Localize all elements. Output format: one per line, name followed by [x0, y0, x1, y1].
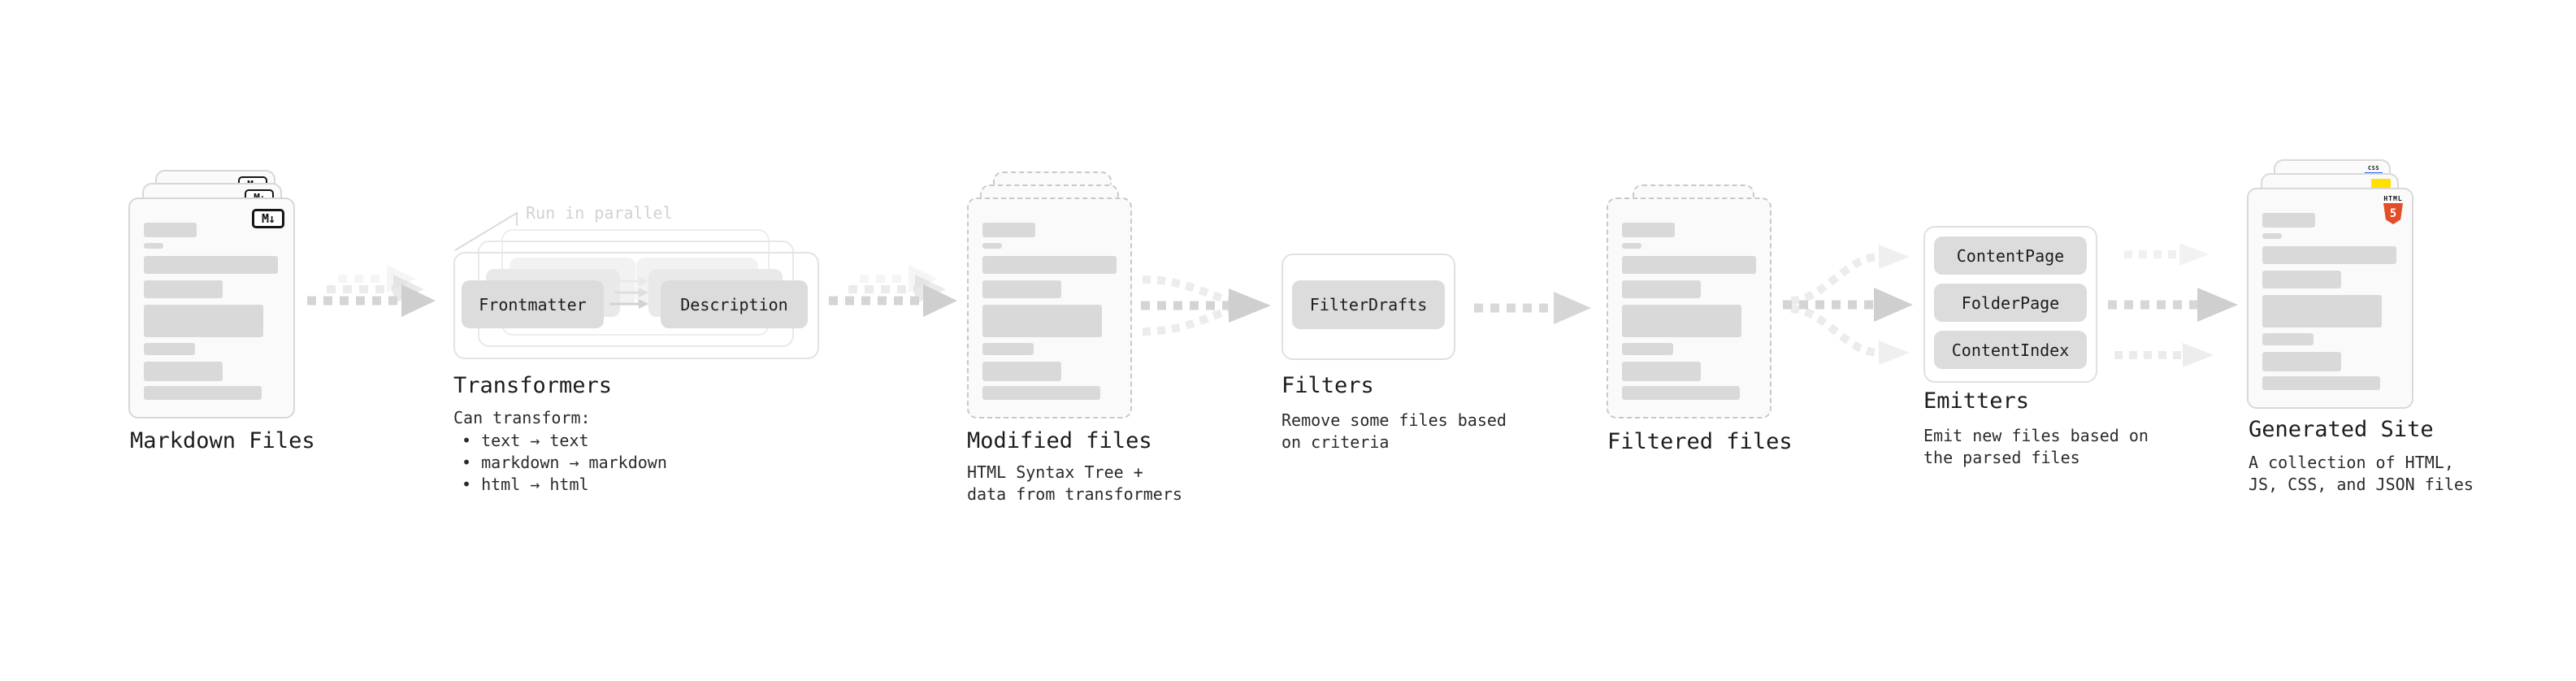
text-line-placeholder: [982, 305, 1102, 337]
modified-files-subtitle: data from transformers: [967, 484, 1182, 504]
css-icon-word: CSS: [2367, 165, 2380, 171]
text-line-placeholder: [144, 243, 163, 249]
arrow-filtered-to-emitters: [1776, 237, 1919, 375]
text-line-placeholder: [144, 343, 195, 355]
text-line-placeholder: [2262, 352, 2341, 371]
description-step: Description: [661, 280, 808, 328]
emitters-frame: [1923, 226, 2097, 383]
transformers-bullet: • html → html: [462, 475, 589, 494]
emitters-subtitle: Emit new files based on: [1923, 426, 2149, 445]
generated-site-label: Generated Site: [2249, 417, 2434, 442]
markdown-files-label: Markdown Files: [130, 428, 315, 453]
filterdrafts-chip: FilterDrafts: [1292, 280, 1445, 329]
contentindex-chip: ContentIndex: [1934, 331, 2087, 369]
transformers-bullet: • text → text: [462, 431, 589, 450]
text-line-placeholder: [982, 256, 1117, 274]
text-line-placeholder: [1622, 243, 1641, 249]
text-line-placeholder: [982, 243, 1002, 249]
text-line-placeholder: [2262, 295, 2382, 327]
text-line-placeholder: [982, 343, 1034, 355]
generated-site-subtitle: A collection of HTML,: [2249, 453, 2454, 472]
text-line-placeholder: [2262, 333, 2314, 345]
step-arrows: [608, 273, 657, 312]
text-line-placeholder: [144, 223, 197, 237]
text-line-placeholder: [2262, 246, 2396, 264]
html5-icon-shield: 5: [2383, 203, 2403, 224]
text-line-placeholder: [1622, 362, 1701, 381]
run-in-parallel-callout: Run in parallel: [526, 203, 673, 223]
text-line-placeholder: [144, 305, 263, 337]
callout-pointer-line: [450, 202, 525, 252]
text-line-placeholder: [982, 362, 1061, 381]
arrow-transformers-to-modified: [824, 258, 970, 328]
filters-subtitle: on criteria: [1281, 432, 1390, 452]
text-line-placeholder: [982, 386, 1100, 400]
text-line-placeholder: [982, 280, 1061, 298]
text-line-placeholder: [144, 280, 223, 298]
filtered-files-label: Filtered files: [1607, 429, 1793, 454]
filters-subtitle: Remove some files based: [1281, 410, 1507, 430]
text-line-placeholder: [1622, 223, 1675, 237]
transformers-bullet: • markdown → markdown: [462, 453, 667, 472]
text-line-placeholder: [1622, 256, 1756, 274]
emitters-subtitle: the parsed files: [1923, 448, 2080, 467]
text-line-placeholder: [144, 362, 223, 381]
arrow-modified-to-filters: [1136, 268, 1276, 343]
generated-file-html: HTML 5: [2247, 188, 2413, 409]
markdown-icon: M↓: [252, 209, 284, 228]
markdown-file-front: M↓: [128, 197, 295, 419]
filters-heading: Filters: [1281, 373, 1374, 398]
transformer-layer-front: [453, 252, 819, 359]
emitters-heading: Emitters: [1923, 388, 2030, 414]
html5-icon-word: HTML: [2383, 195, 2403, 202]
js-icon: [2371, 179, 2391, 189]
arrow-filters-to-filtered: [1468, 287, 1594, 329]
modified-files-subtitle: HTML Syntax Tree +: [967, 462, 1143, 482]
arrow-emitters-to-site: [2103, 237, 2243, 375]
text-line-placeholder: [2262, 233, 2282, 239]
filtered-file-front: [1607, 197, 1772, 419]
filters-frame: [1281, 254, 1455, 360]
text-line-placeholder: [2262, 376, 2380, 390]
text-line-placeholder: [1622, 343, 1673, 355]
contentpage-chip: ContentPage: [1934, 236, 2087, 275]
html5-icon: HTML 5: [2383, 195, 2404, 224]
text-line-placeholder: [2262, 213, 2315, 228]
transformers-heading: Transformers: [453, 373, 613, 398]
frontmatter-step: Frontmatter: [462, 280, 604, 328]
text-line-placeholder: [1622, 280, 1701, 298]
text-line-placeholder: [1622, 305, 1741, 337]
text-line-placeholder: [2262, 271, 2341, 288]
arrow-markdown-to-transformers: [302, 258, 449, 328]
modified-files-label: Modified files: [967, 428, 1152, 453]
modified-file-front: [967, 197, 1132, 419]
text-line-placeholder: [982, 223, 1035, 237]
generated-site-subtitle: JS, CSS, and JSON files: [2249, 475, 2474, 494]
text-line-placeholder: [144, 386, 262, 400]
text-line-placeholder: [144, 256, 278, 274]
text-line-placeholder: [1622, 386, 1740, 400]
transformers-body-title: Can transform:: [453, 408, 591, 427]
folderpage-chip: FolderPage: [1934, 284, 2087, 322]
